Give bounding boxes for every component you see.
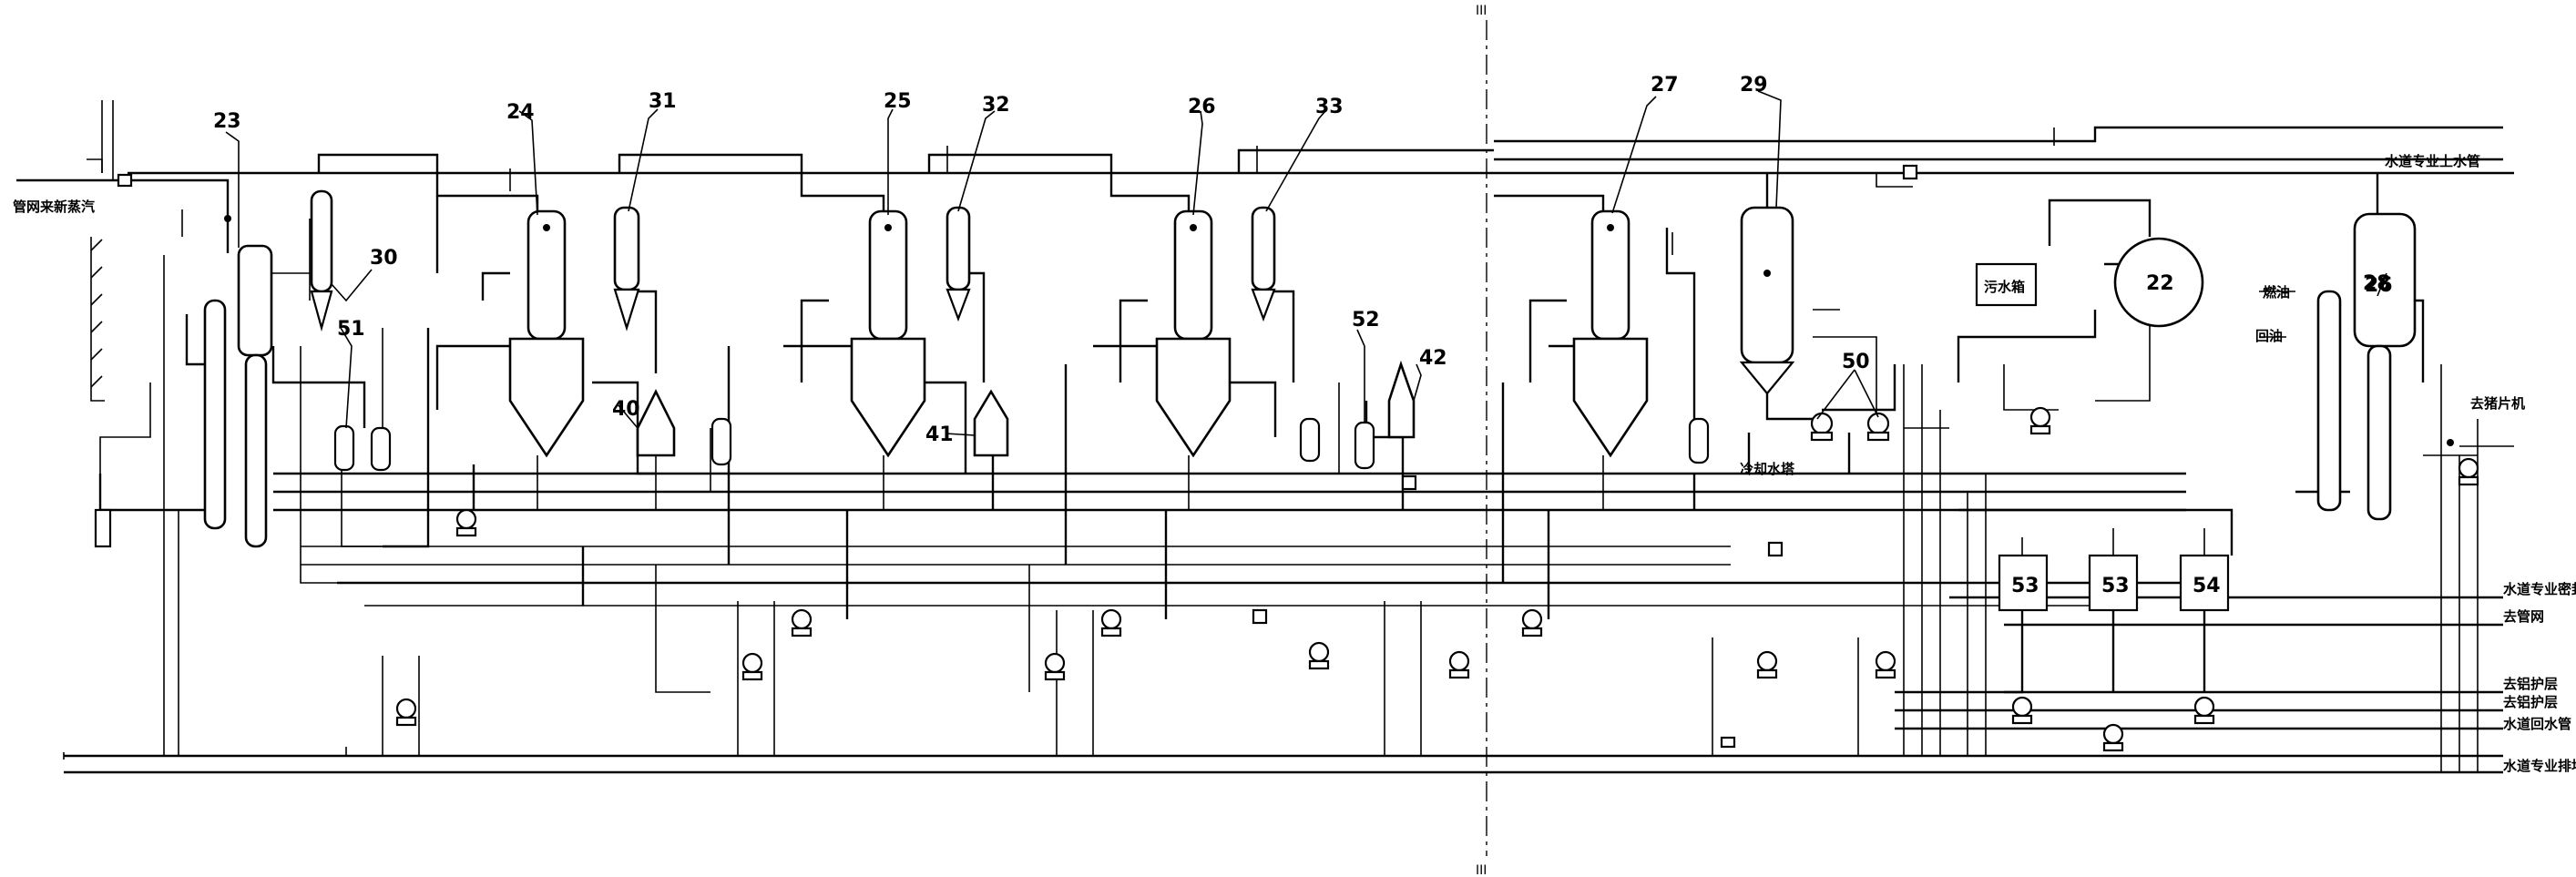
condenser-29: [1740, 206, 1794, 364]
pump: [1521, 608, 1543, 637]
sewage-tank: [1975, 262, 2038, 307]
label-to-ab-a: 去铝护层: [2503, 676, 2558, 692]
tank-54: [2179, 554, 2230, 612]
separator-30: [310, 189, 333, 293]
separator-31: [613, 206, 640, 291]
label-23: 23: [213, 110, 241, 133]
pump: [1100, 608, 1122, 637]
label-40: 40: [612, 398, 640, 421]
label-42: 42: [1419, 347, 1447, 370]
pump: [2102, 723, 2124, 752]
heater-51a: [333, 424, 355, 472]
label-53b: 53: [2101, 575, 2130, 597]
label-to-water-pipe: 去管网: [2503, 608, 2544, 625]
label-26-right: 26: [2365, 274, 2393, 297]
label-52: 52: [1352, 309, 1380, 331]
pipe-network: [16, 100, 2514, 774]
label-cooling-tower: 冷却水塔: [1740, 461, 1795, 477]
label-50: 50: [1842, 351, 1870, 373]
heater-51b: [370, 426, 392, 472]
pump: [395, 698, 417, 727]
label-to-ab-b: 去铝护层: [2503, 694, 2558, 710]
label-sewage-tank: 污水箱: [1984, 279, 2025, 295]
heater-52: [1354, 421, 1375, 470]
section-divider: III III: [1476, 4, 1487, 877]
section-mark-top: III: [1476, 4, 1487, 18]
label-22: 22: [2146, 272, 2174, 295]
label-steam-from-network: 管网来新蒸汽: [13, 199, 95, 215]
pump: [1448, 650, 1470, 679]
label-27: 27: [1651, 74, 1679, 97]
steam-inlet-wall: [90, 237, 105, 402]
pump-50b: [1866, 412, 1890, 442]
label-26-center: 26: [1188, 96, 1216, 118]
label-32: 32: [982, 94, 1010, 117]
label-33: 33: [1315, 96, 1344, 118]
label-29: 29: [1740, 74, 1768, 97]
label-31: 31: [649, 90, 677, 113]
vessel-23-body: [237, 244, 273, 357]
vessel-41: [973, 389, 1009, 457]
label-51: 51: [337, 318, 365, 341]
equipment: [94, 189, 2417, 612]
section-mark-bottom: III: [1476, 863, 1487, 877]
label-25: 25: [884, 90, 912, 113]
label-return-pipe: 水道回水管: [2503, 716, 2571, 732]
pump: [2011, 696, 2033, 725]
label-53a: 53: [2011, 575, 2039, 597]
equipment-labels: 23 24 31 30 51 40 25 32 41 26 33 52 42 2…: [213, 74, 2393, 597]
pumps: [395, 406, 2479, 752]
vessel-40: [636, 389, 676, 457]
vessel-23-column: [203, 299, 227, 530]
leader-lines: [225, 90, 2387, 436]
label-41: 41: [925, 423, 954, 446]
label-54: 54: [2193, 575, 2221, 597]
evaporator-28-column: [2316, 290, 2342, 512]
label-oil-in: 燃油: [2263, 284, 2290, 301]
tank-53a: [1998, 554, 2049, 612]
pump: [1756, 650, 1778, 679]
label-30: 30: [370, 247, 398, 270]
pump: [2029, 406, 2051, 435]
label-safety-seal: 水道专业密封: [2503, 581, 2576, 597]
vessel-23-filter: [94, 508, 112, 548]
pump: [455, 508, 477, 537]
pump: [1308, 641, 1330, 670]
pump: [1044, 652, 1066, 681]
label-drain-to-ground: 水道专业排地沟: [2503, 758, 2576, 774]
pump: [2193, 696, 2215, 725]
separator-33: [1251, 206, 1276, 291]
vessel-23-column-b: [244, 353, 268, 548]
vessel-42: [1387, 360, 1416, 439]
label-upper-water-pipe: 水道专业上水管: [2385, 153, 2480, 169]
separator-32: [946, 206, 971, 291]
label-28: 28: [2363, 272, 2391, 295]
valves: [117, 164, 2454, 749]
pump: [1875, 650, 1896, 679]
tank-22: [2113, 237, 2204, 328]
tank-53b: [2088, 554, 2139, 612]
pump: [791, 608, 813, 637]
pump-50a: [1810, 412, 1834, 442]
label-24: 24: [506, 101, 535, 124]
pump: [2458, 457, 2479, 486]
stream-labels: 管网来新蒸汽 水道专业上水管 冷却水塔 污水箱 去猪片机 燃油 回油 水道专业密…: [13, 153, 2576, 774]
label-oil-return: 回油: [2255, 328, 2283, 344]
label-to-slicer: 去猪片机: [2470, 395, 2525, 412]
pump: [741, 652, 763, 681]
